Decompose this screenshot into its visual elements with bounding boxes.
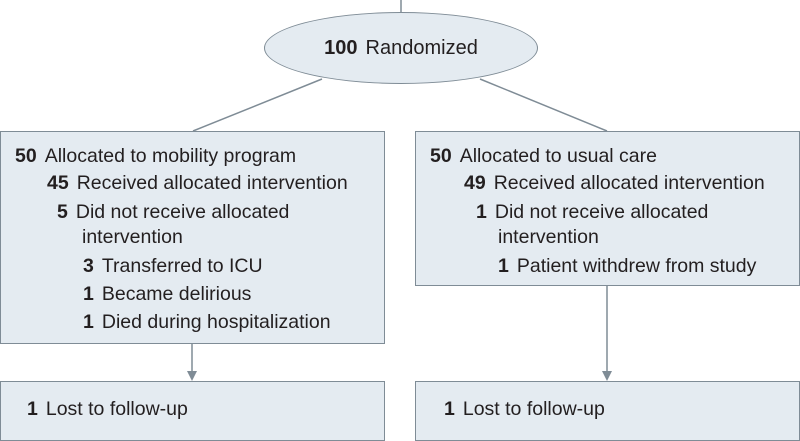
reason-count: 1 <box>83 311 94 333</box>
reason-count: 3 <box>83 255 94 277</box>
usual-care-followup-box: 1 Lost to follow-up <box>415 381 800 441</box>
received-label: Received allocated intervention <box>76 172 348 194</box>
reason-count: 1 <box>83 283 94 305</box>
line-to-right-arm <box>479 78 608 132</box>
not-received-label: Did not receive allocated <box>75 201 290 223</box>
reason-count: 1 <box>498 255 509 277</box>
reason-label: Transferred to ICU <box>101 255 263 277</box>
line-to-left-arm <box>192 78 323 132</box>
reason-label: Died during hospitalization <box>101 311 331 333</box>
not-received-row: 5 Did not receive allocated <box>57 199 289 227</box>
randomized-label: Randomized <box>365 36 478 59</box>
not-received-count: 1 <box>476 201 487 223</box>
followup-row: 1 Lost to follow-up <box>27 396 188 424</box>
allocated-row: 50 Allocated to usual care <box>430 143 657 171</box>
reason-row: 1 Died during hospitalization <box>83 309 331 337</box>
reason-label: Patient withdrew from study <box>516 255 757 277</box>
reason-row: 3 Transferred to ICU <box>83 253 263 281</box>
received-count: 49 <box>464 172 486 194</box>
mobility-program-box: 50 Allocated to mobility program 45 Rece… <box>0 131 385 344</box>
not-received-row: 1 Did not receive allocated <box>476 199 708 227</box>
followup-row: 1 Lost to follow-up <box>444 396 605 424</box>
followup-count: 1 <box>27 398 38 420</box>
received-row: 45 Received allocated intervention <box>47 170 348 198</box>
allocated-count: 50 <box>430 145 452 167</box>
connector-lines <box>187 0 612 381</box>
not-received-count: 5 <box>57 201 68 223</box>
not-received-label-continued: intervention <box>82 226 183 248</box>
reason-label: Became delirious <box>101 283 252 305</box>
followup-label: Lost to follow-up <box>462 398 605 420</box>
usual-care-box: 50 Allocated to usual care 49 Received a… <box>415 131 800 286</box>
randomized-node: 100 Randomized <box>264 12 538 84</box>
reason-row: 1 Patient withdrew from study <box>498 253 756 281</box>
allocated-row: 50 Allocated to mobility program <box>15 143 296 171</box>
not-received-label-continued: intervention <box>498 226 599 248</box>
not-received-label: Did not receive allocated <box>494 201 709 223</box>
received-label: Received allocated intervention <box>493 172 765 194</box>
allocated-count: 50 <box>15 145 37 167</box>
reason-row: 1 Became delirious <box>83 281 251 309</box>
mobility-followup-box: 1 Lost to follow-up <box>0 381 385 441</box>
followup-count: 1 <box>444 398 455 420</box>
received-count: 45 <box>47 172 69 194</box>
allocated-label: Allocated to usual care <box>459 145 657 167</box>
followup-label: Lost to follow-up <box>45 398 188 420</box>
randomized-count: 100 <box>324 36 358 59</box>
received-row: 49 Received allocated intervention <box>464 170 765 198</box>
allocated-label: Allocated to mobility program <box>44 145 297 167</box>
